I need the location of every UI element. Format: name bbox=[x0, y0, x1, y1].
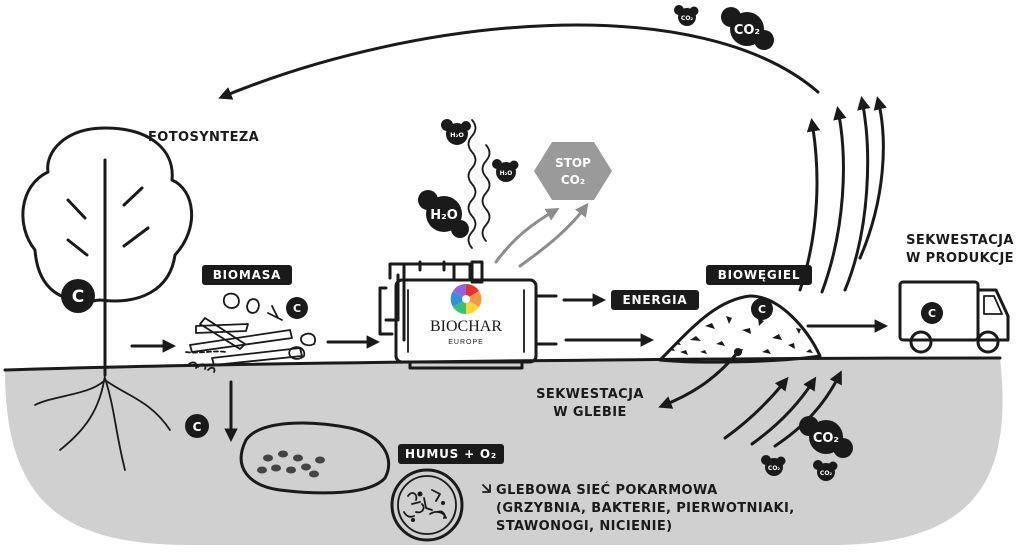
co2-small-icon-soil-1: CO₂ bbox=[761, 455, 786, 476]
svg-text:H₂O: H₂O bbox=[450, 131, 464, 139]
root-carbon-icon: C bbox=[185, 414, 209, 438]
humus-blob-illustration bbox=[239, 421, 391, 495]
up-arrow-3 bbox=[843, 96, 871, 292]
biomasa-tag: BIOMASA bbox=[213, 268, 282, 282]
svg-text:C: C bbox=[193, 420, 202, 434]
label-sekwestacja-glebie-1: SEKWESTACJA bbox=[536, 387, 644, 402]
svg-text:CO₂: CO₂ bbox=[681, 15, 694, 22]
steam-wave-1 bbox=[467, 119, 477, 249]
stop-co2-sign bbox=[534, 142, 612, 200]
food-web-arrow-icon bbox=[482, 484, 491, 493]
h2o-small-icon-2: H₂O bbox=[492, 159, 519, 182]
svg-text:CO₂: CO₂ bbox=[820, 470, 833, 477]
stop-co2-line2: CO₂ bbox=[561, 173, 585, 187]
gray-arrow-2 bbox=[518, 202, 589, 268]
co2-large-icon-top: CO₂ bbox=[721, 7, 774, 50]
up-arrow-2 bbox=[820, 106, 847, 294]
biowegiel-tag: BIOWĘGIEL bbox=[718, 268, 801, 282]
biochar-carbon-icon: C bbox=[751, 298, 773, 320]
svg-text:CO₂: CO₂ bbox=[734, 23, 760, 38]
h2o-small-icon-1: H₂O bbox=[441, 119, 471, 145]
label-sekwestacja-glebie-2: W GLEBIE bbox=[553, 405, 627, 420]
biochar-reactor bbox=[378, 260, 558, 370]
up-arrow-1 bbox=[798, 118, 821, 292]
biowegiel-tag-bg bbox=[706, 265, 812, 285]
svg-text:C: C bbox=[758, 303, 766, 316]
biochar-logo-name: BIOCHAR bbox=[430, 318, 502, 335]
soil-food-web-icon bbox=[390, 468, 464, 542]
svg-text:H₂O: H₂O bbox=[430, 208, 458, 223]
label-food-web-2: (GRZYBNIA, BAKTERIE, PIERWOTNIAKI, bbox=[496, 501, 795, 516]
tree-illustration bbox=[21, 126, 194, 471]
gray-arrow-1 bbox=[494, 207, 560, 264]
up-arrow-4 bbox=[858, 96, 887, 260]
humus-tag: HUMUS + O₂ bbox=[405, 447, 497, 461]
humus-tag-bg bbox=[398, 444, 504, 464]
biochar-logo-icon bbox=[450, 283, 482, 315]
label-sekwestacja-produkcje-2: W PRODUKCJE bbox=[906, 251, 1014, 266]
co2-small-icon-top: CO₂ bbox=[674, 5, 699, 26]
energia-tag-bg bbox=[611, 290, 699, 310]
biomass-carbon-icon: C bbox=[286, 297, 308, 319]
energia-tag: ENERGIA bbox=[623, 293, 688, 307]
svg-text:C: C bbox=[293, 302, 301, 315]
svg-text:CO₂: CO₂ bbox=[768, 465, 781, 472]
label-fotosynteza: FOTOSYNTEZA bbox=[148, 130, 259, 145]
svg-text:C: C bbox=[928, 307, 936, 320]
atmosphere-arc-arrow bbox=[218, 23, 820, 100]
label-food-web-3: STAWONOGI, NICIENIE) bbox=[496, 519, 673, 534]
tree-carbon-icon: C bbox=[61, 279, 95, 313]
svg-text:H₂O: H₂O bbox=[500, 170, 513, 177]
soil-up-arrow-3 bbox=[773, 370, 842, 448]
label-sekwestacja-produkcje-1: SEKWESTACJA bbox=[906, 233, 1014, 248]
steam-wave-2 bbox=[481, 144, 491, 242]
arrow-biochar-to-soil bbox=[658, 350, 740, 409]
stop-co2-line1: STOP bbox=[555, 156, 591, 170]
co2-small-icon-soil-2: CO₂ bbox=[813, 460, 838, 481]
label-food-web-1: GLEBOWA SIEĆ POKARMOWA bbox=[496, 482, 718, 498]
soil-up-arrow-1 bbox=[723, 376, 789, 440]
soil-up-arrow-2 bbox=[750, 376, 817, 446]
truck-illustration bbox=[898, 280, 1010, 354]
biochar-logo-sub: EUROPE bbox=[448, 339, 484, 346]
svg-text:C: C bbox=[72, 287, 84, 307]
h2o-large-icon: H₂O bbox=[418, 190, 469, 238]
truck-carbon-icon: C bbox=[921, 302, 943, 324]
biomasa-tag-bg bbox=[202, 265, 292, 285]
svg-text:CO₂: CO₂ bbox=[813, 431, 839, 446]
biomass-pile-illustration bbox=[185, 292, 316, 373]
co2-large-icon-soil: CO₂ bbox=[799, 416, 853, 458]
